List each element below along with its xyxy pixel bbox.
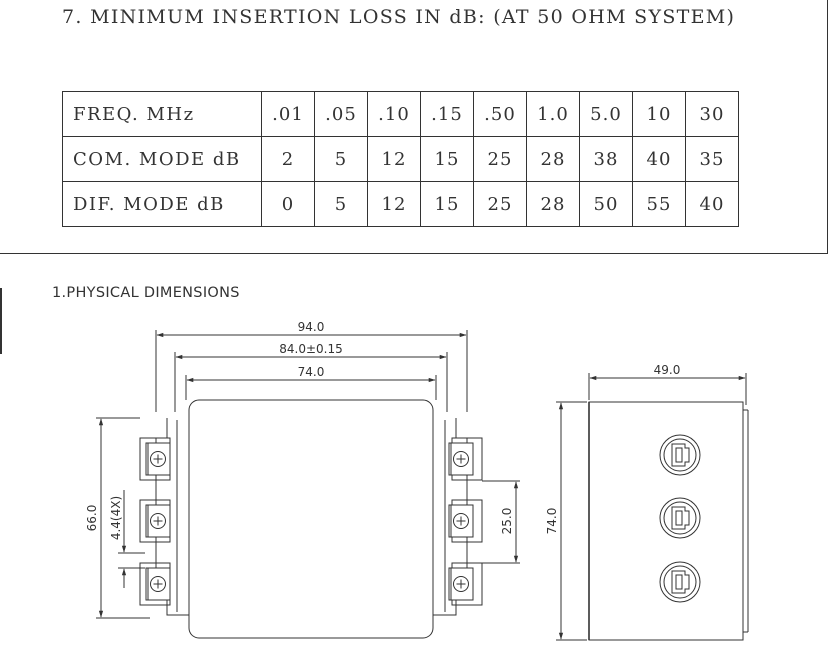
table-cell: 35 [685,136,739,182]
terminal-right-top [448,437,483,481]
dimension-74-height [556,401,587,641]
dimension-66 [96,417,150,619]
table-cell: 5 [314,136,368,182]
terminal-left-mid [139,499,171,543]
side-view [556,373,749,641]
dim-94-label: 94.0 [298,320,325,334]
terminal-left-bottom [139,562,171,606]
table-row-com-mode: COM. MODE dB 2 5 12 15 25 28 38 40 35 [62,136,739,182]
table-cell: .50 [473,91,527,137]
table-cell: 12 [367,181,421,227]
table-cell: 5 [314,181,368,227]
table-cell: 15 [420,181,474,227]
table-row-freq: FREQ. MHz .01 .05 .10 .15 .50 1.0 5.0 10… [62,91,739,137]
table-cell: 12 [367,136,421,182]
terminal-right-mid [448,499,483,543]
table-cell: 0 [261,181,315,227]
dimension-74-width [185,375,437,400]
filter-body [188,399,434,639]
section-7-title: 7. MINIMUM INSERTION LOSS IN dB: (AT 50 … [62,6,736,28]
front-view [96,330,520,639]
dimension-94 [155,330,468,412]
left-margin-rule [0,288,2,354]
table-cell: 2 [261,136,315,182]
table-cell: 40 [685,181,739,227]
table-cell: 28 [526,181,580,227]
dim-74-width-label: 74.0 [298,365,325,379]
dimension-49 [588,373,747,405]
dim-49-label: 49.0 [654,363,681,377]
insertion-loss-table: FREQ. MHz .01 .05 .10 .15 .50 1.0 5.0 10… [62,91,739,227]
terminal-right-bottom [448,562,483,606]
table-cell: 25 [473,136,527,182]
terminal-left-top [139,437,171,481]
section-1-title: 1.PHYSICAL DIMENSIONS [52,285,240,301]
dimension-25 [482,480,520,564]
side-body [588,401,744,641]
dim-84-label: 84.0±0.15 [279,342,343,356]
table-row-dif-mode: DIF. MODE dB 0 5 12 15 25 28 50 55 40 [62,181,739,227]
table-cell: .01 [261,91,315,137]
dimension-84 [174,352,448,412]
table-cell: .15 [420,91,474,137]
table-cell: 38 [579,136,633,182]
row-header: DIF. MODE dB [62,181,262,227]
table-cell: .05 [314,91,368,137]
table-cell: 25 [473,181,527,227]
row-header: FREQ. MHz [62,91,262,137]
table-cell: 50 [579,181,633,227]
dim-4-4-label: 4.4(4X) [109,496,123,540]
table-cell: 55 [632,181,686,227]
table-cell: .10 [367,91,421,137]
table-cell: 30 [685,91,739,137]
dim-74-height-label: 74.0 [545,508,559,535]
table-cell: 10 [632,91,686,137]
dimension-4-4 [118,490,145,588]
row-header: COM. MODE dB [62,136,262,182]
spec-frame [0,0,828,254]
dim-66-label: 66.0 [85,505,99,532]
dim-25-label: 25.0 [500,508,514,535]
